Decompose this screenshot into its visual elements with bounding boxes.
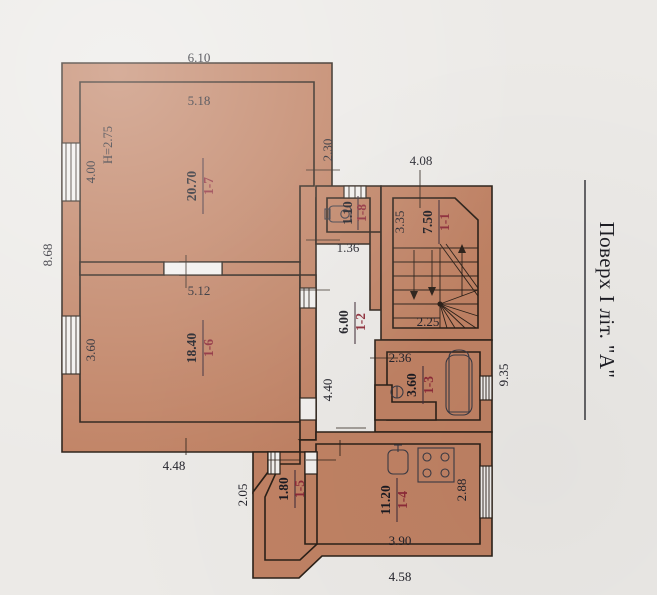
stove-icon — [417, 447, 455, 483]
dim-top-overall: 6.10 — [188, 50, 211, 65]
dim-right-overall: 9.35 — [496, 364, 511, 387]
room-1-3-number: 1-3 — [421, 376, 436, 394]
sheet-title-text: Поверх І літ. "А" — [595, 222, 619, 379]
dim-right-of-1-7: 2.30 — [320, 139, 335, 162]
dim-corridor-depth: 4.40 — [320, 379, 335, 402]
dim-room-1-7-width: 5.18 — [188, 93, 211, 108]
stair-winders — [437, 289, 479, 329]
wall-south-block — [252, 431, 493, 579]
dim-bottom-left-wall: 4.48 — [163, 458, 186, 473]
room-1-5-area: 1.80 — [276, 477, 291, 501]
fixture-layer — [324, 205, 473, 483]
room-1-7-number: 1-7 — [201, 177, 216, 195]
dim-stair-room-height: 3.35 — [392, 211, 407, 234]
dim-wc-width: 1.36 — [337, 240, 360, 255]
door-opening-1-7-1-6 — [163, 261, 223, 276]
sheet-title: Поверх І літ. "А" — [584, 180, 619, 420]
dim-stair-landing: 2.25 — [417, 314, 440, 329]
room-1-2-area: 6.00 — [336, 310, 351, 334]
door-opening-1-5-kitchen — [304, 451, 318, 475]
window-layer — [61, 142, 493, 519]
room-1-7-area: 20.70 — [184, 171, 199, 202]
room-1-3-area: 3.60 — [404, 373, 419, 397]
stair-direction-arrows — [410, 244, 466, 300]
room-label-1-1: 7.50 1-1 — [420, 200, 452, 244]
dim-entry-offset: 2.05 — [235, 484, 250, 507]
toilet-icon — [324, 205, 352, 223]
dim-left-lower-window: 3.60 — [83, 339, 98, 362]
wall-bathroom-notch — [374, 384, 437, 421]
door-opening-entry — [267, 451, 281, 475]
dim-right-lower-window: 2.88 — [454, 479, 469, 502]
staircase — [393, 243, 479, 329]
room-1-4-number: 1-4 — [395, 491, 410, 509]
room-1-2-number: 1-2 — [353, 313, 368, 331]
room-1-8-area: 1.10 — [340, 201, 355, 225]
dim-bottom-overall: 4.58 — [389, 569, 412, 584]
room-label-1-7: 20.70 1-7 — [184, 158, 216, 214]
room-1-6-number: 1-6 — [201, 339, 216, 357]
dim-bath-width: 2.36 — [389, 350, 412, 365]
room-label-1-3: 3.60 1-3 — [404, 366, 436, 404]
dim-kitchen-bottom: 3.90 — [389, 533, 412, 548]
dimension-ticks — [185, 169, 421, 461]
bathtub-icon — [445, 349, 473, 416]
room-label-1-2: 6.00 1-2 — [336, 302, 368, 344]
door-opening-corridor-south — [299, 397, 317, 421]
ceiling-height-label: H=2.75 — [101, 126, 115, 164]
kitchen-sink-icon — [387, 444, 409, 475]
wall-partition-1-7-1-6-right — [221, 261, 301, 276]
washbasin-icon-bath — [390, 385, 404, 399]
wall-partition-1-7-1-6-left — [79, 261, 165, 276]
room-1-5-number: 1-5 — [292, 480, 307, 498]
dim-room-1-6-width: 5.12 — [188, 283, 211, 298]
room-label-1-4: 11.20 1-4 — [378, 478, 410, 522]
dim-left-upper-window: 4.00 — [83, 161, 98, 184]
room-1-1-number: 1-1 — [437, 213, 452, 231]
room-1-8-number: 1-8 — [354, 204, 369, 222]
dim-stair-room-width: 4.08 — [410, 153, 433, 168]
room-label-1-8: 1.10 1-8 — [340, 196, 369, 230]
wall-corridor-right-upper — [369, 231, 382, 311]
room-1-6-area: 18.40 — [184, 333, 199, 364]
room-label-1-5: 1.80 1-5 — [276, 470, 307, 508]
room-1-1-area: 7.50 — [420, 210, 435, 234]
door-opening-1-6 — [299, 287, 317, 309]
room-label-1-6: 18.40 1-6 — [184, 320, 216, 376]
dim-left-overall: 8.68 — [40, 244, 55, 267]
room-1-4-area: 11.20 — [378, 485, 393, 515]
